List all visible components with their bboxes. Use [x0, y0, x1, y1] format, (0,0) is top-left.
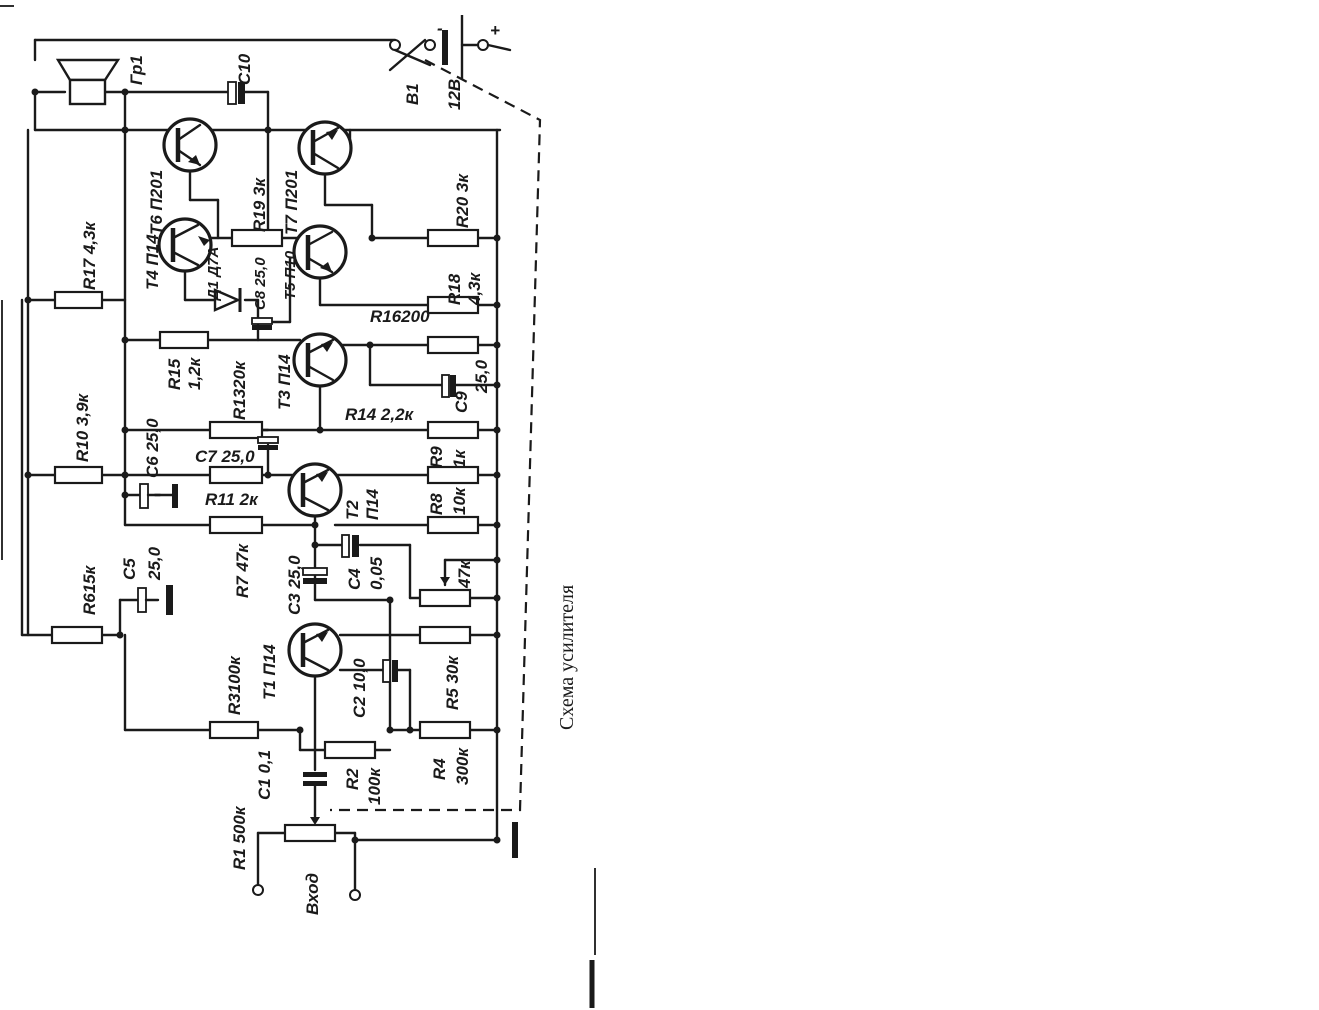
label-r13: R1320к [230, 360, 249, 420]
diode-d1 [213, 288, 242, 312]
label-c10: C10 [235, 53, 254, 85]
switch-linkage-dashed [330, 59, 542, 812]
label-pot-47k: 47к [455, 559, 474, 589]
label-r4: R4 [430, 758, 449, 780]
capacitors [137, 81, 456, 786]
resistor-r20 [426, 228, 480, 248]
resistor-r11 [208, 515, 264, 535]
label-c8: C8 25,0 [252, 257, 269, 310]
label-r8: R8 [427, 493, 446, 515]
label-r15: R15 [165, 358, 184, 390]
potentiometer-47k [418, 588, 472, 608]
label-c6: C6 25,0 [143, 418, 162, 478]
label-c2: C2 10,0 [350, 658, 369, 718]
label-r20: R20 3к [453, 173, 472, 228]
label-r16: R16200 [370, 307, 430, 326]
transistor-t2 [287, 462, 343, 518]
transistor-t5 [292, 224, 348, 280]
label-r11: R11 2к [205, 490, 259, 509]
label-t2-type: П14 [363, 488, 382, 520]
resistor-r2 [323, 740, 377, 760]
resistor-r10 [53, 465, 104, 485]
label-t4: T4 П14 [143, 234, 162, 290]
label-r19: R19 3к [250, 177, 269, 232]
label-input: Вход [303, 873, 322, 915]
transistor-t6 [162, 117, 218, 173]
pot-r1-wiper [310, 817, 320, 825]
label-r1: R1 500к [230, 805, 249, 870]
resistor-r17 [53, 290, 104, 310]
label-t2: T2 [343, 500, 362, 520]
speaker-symbol [55, 58, 121, 106]
potentiometer-r1 [283, 823, 337, 843]
minus-sign: - [437, 19, 443, 38]
power-switch [388, 38, 436, 72]
label-r2: R2 [343, 768, 362, 790]
label-r9-value: 1к [450, 449, 469, 468]
label-r7: R7 47к [233, 543, 252, 598]
resistor-r19 [230, 228, 284, 248]
resistor-r16 [426, 335, 480, 355]
label-c3: C3 25,0 [285, 555, 304, 615]
resistor-r13 [208, 420, 264, 440]
pot-47k-wiper [440, 577, 450, 585]
label-t7: T7 П201 [282, 170, 301, 235]
label-c4: C4 [345, 568, 364, 590]
label-r3: R3100к [225, 655, 244, 715]
label-c9-value: 25,0 [472, 359, 491, 394]
label-c9: C9 [452, 391, 471, 413]
resistor-r18 [426, 295, 480, 315]
resistor-r6 [50, 625, 104, 645]
label-r4-value: 300к [453, 747, 472, 785]
resistor-r5 [418, 625, 472, 645]
resistor-r9 [208, 465, 264, 485]
label-r5: R5 30к [443, 655, 462, 710]
junction-dots [24, 88, 501, 844]
resistor-r4 [418, 720, 472, 740]
component-labels: C10 T6 П201 T7 П201 R19 3к R20 3к R17 4,… [73, 53, 491, 915]
transistor-t1 [287, 622, 343, 678]
label-t6: T6 П201 [147, 170, 166, 235]
label-c5: C5 [120, 558, 139, 580]
label-r17: R17 4,3к [80, 220, 99, 290]
resistor-r14 [426, 420, 480, 440]
label-t3: T3 П14 [275, 354, 294, 410]
battery-symbol [442, 15, 512, 80]
label-r9: R9 [427, 446, 446, 468]
speaker-label: Гр1 [127, 55, 146, 85]
input-terminal-1 [252, 884, 264, 896]
label-d1: Д1 Д7А [205, 247, 222, 302]
label-c1: C1 0,1 [255, 750, 274, 800]
resistors [50, 228, 480, 843]
transistor-t7 [297, 120, 353, 176]
label-r15-value: 1,2к [185, 356, 204, 390]
input-terminal-2 [349, 889, 361, 901]
transistor-t3 [292, 332, 348, 388]
transistor-t4 [157, 217, 213, 273]
resistor-r15 [158, 330, 210, 350]
label-t1: T1 П14 [260, 644, 279, 700]
label-r18: R18 [445, 273, 464, 305]
label-r10: R10 3,9к [73, 392, 92, 462]
label-r6: R615к [80, 564, 99, 615]
label-r8-value: 10к [450, 486, 469, 515]
switch-label: В1 [403, 83, 422, 105]
supply-label: 12В [445, 79, 464, 110]
label-r14: R14 2,2к [345, 405, 415, 424]
schematic-caption: Схема усилителя [556, 585, 578, 730]
label-c5-value: 25,0 [145, 546, 164, 581]
resistor-r8 [426, 465, 480, 485]
label-t5: T5 П10 [282, 250, 299, 300]
label-c4-value: 0,05 [367, 556, 386, 590]
resistor-r3 [208, 720, 260, 740]
plus-sign: + [490, 21, 500, 40]
resistor-r8b [426, 515, 480, 535]
label-r18-value: 4,3к [465, 271, 484, 306]
label-r2-value: 100к [365, 767, 384, 805]
label-c7: C7 25,0 [195, 447, 255, 466]
